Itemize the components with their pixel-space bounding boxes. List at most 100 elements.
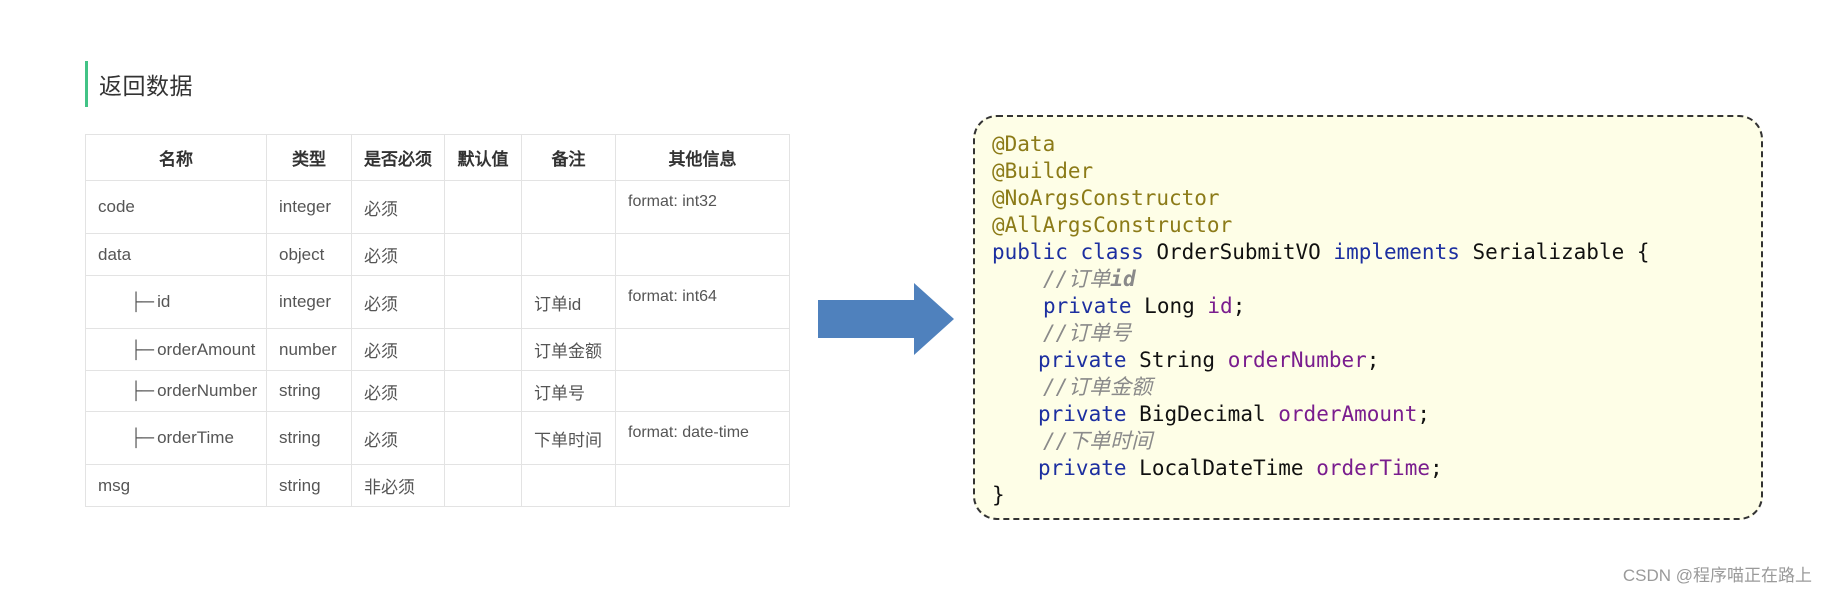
comment-prefix: //	[1043, 429, 1069, 453]
java-code-box: @Data @Builder @NoArgsConstructor @AllAr…	[973, 115, 1763, 520]
cell-name: code	[85, 180, 267, 234]
keyword-private: private	[1043, 294, 1132, 318]
field-type: Long	[1144, 294, 1195, 318]
cell-default	[444, 233, 522, 276]
semicolon: ;	[1417, 402, 1430, 426]
comment-text: 下单时间	[1068, 429, 1153, 453]
field-type: LocalDateTime	[1139, 456, 1304, 480]
cell-default	[444, 328, 522, 371]
cell-required: 必须	[351, 233, 445, 276]
table-row: ├─orderNumber string 必须 订单号	[85, 370, 790, 412]
cell-remark	[521, 233, 616, 276]
comment-line: //订单号	[992, 320, 1761, 347]
cell-default	[444, 411, 522, 465]
comment-text: 订单号	[1068, 321, 1132, 345]
table-row: ├─orderTime string 必须 下单时间 format: date-…	[85, 411, 790, 465]
cell-name: ├─orderTime	[85, 411, 267, 465]
annotation-line: @Data	[992, 132, 1056, 156]
comment-text: 订单	[1068, 267, 1111, 291]
keyword-private: private	[1038, 402, 1127, 426]
cell-remark	[521, 180, 616, 234]
semicolon: ;	[1430, 456, 1443, 480]
class-declaration-line: public class OrderSubmitVO implements Se…	[992, 239, 1761, 266]
header-required: 是否必须	[351, 134, 445, 181]
cell-other-info	[615, 464, 790, 507]
right-arrow-icon	[818, 283, 954, 355]
response-params-table: 名称 类型 是否必须 默认值 备注 其他信息 code integer 必须 f…	[85, 134, 790, 507]
semicolon: ;	[1232, 294, 1246, 318]
cell-other-info: format: date-time	[615, 411, 790, 465]
cell-name: data	[85, 233, 267, 276]
heading-accent-bar	[85, 61, 88, 107]
cell-default	[444, 370, 522, 412]
field-name: id	[1207, 294, 1233, 318]
cell-required: 非必须	[351, 464, 445, 507]
section-heading: 返回数据	[85, 61, 193, 107]
cell-name-text: orderTime	[157, 428, 234, 447]
keyword-implements: implements	[1333, 240, 1460, 264]
field-line: private String orderNumber;	[992, 347, 1761, 374]
header-other-info: 其他信息	[615, 134, 790, 181]
cell-name-text: orderAmount	[157, 339, 256, 359]
cell-name: msg	[85, 464, 267, 507]
annotation-line: @AllArgsConstructor	[992, 213, 1233, 237]
open-brace: {	[1636, 240, 1650, 264]
comment-line: //订单金额	[992, 374, 1761, 401]
cell-name: ├─orderNumber	[85, 370, 267, 412]
cell-required: 必须	[351, 370, 445, 412]
comment-text: 订单金额	[1068, 375, 1153, 399]
cell-other-info: format: int64	[615, 275, 790, 329]
cell-required: 必须	[351, 328, 445, 371]
table-header-row: 名称 类型 是否必须 默认值 备注 其他信息	[85, 134, 790, 181]
close-brace-line: }	[992, 483, 1005, 507]
cell-type: number	[266, 328, 352, 371]
header-name: 名称	[85, 134, 267, 181]
cell-type: integer	[266, 180, 352, 234]
field-name: orderAmount	[1278, 402, 1418, 426]
header-type: 类型	[266, 134, 352, 181]
cell-name: ├─id	[85, 275, 267, 329]
cell-remark: 订单号	[521, 370, 616, 412]
comment-text-bold: id	[1110, 267, 1136, 291]
header-remark: 备注	[521, 134, 616, 181]
keyword-private: private	[1038, 348, 1127, 372]
field-line: private LocalDateTime orderTime;	[992, 455, 1761, 482]
field-type: String	[1139, 348, 1216, 372]
annotation-line: @NoArgsConstructor	[992, 186, 1220, 210]
table-row: data object 必须	[85, 233, 790, 276]
field-line: private BigDecimal orderAmount;	[992, 401, 1761, 428]
cell-other-info: format: int32	[615, 180, 790, 234]
tree-branch-icon: ├─	[130, 292, 155, 311]
cell-type: string	[266, 370, 352, 412]
tree-branch-icon: ├─	[130, 339, 155, 359]
comment-line: //订单id	[992, 266, 1761, 293]
cell-type: string	[266, 411, 352, 465]
comment-prefix: //	[1043, 375, 1069, 399]
class-name: OrderSubmitVO	[1156, 240, 1321, 264]
field-line: private Long id;	[992, 293, 1761, 320]
cell-other-info	[615, 370, 790, 412]
cell-remark: 订单id	[521, 275, 616, 329]
table-row: ├─id integer 必须 订单id format: int64	[85, 275, 790, 329]
cell-type: integer	[266, 275, 352, 329]
tree-branch-icon: ├─	[130, 381, 155, 400]
semicolon: ;	[1366, 348, 1380, 372]
keyword-class: class	[1080, 240, 1144, 264]
cell-other-info	[615, 233, 790, 276]
cell-default	[444, 180, 522, 234]
cell-default	[444, 464, 522, 507]
cell-required: 必须	[351, 180, 445, 234]
cell-name-text: id	[157, 292, 171, 311]
header-default: 默认值	[444, 134, 522, 181]
cell-name: ├─orderAmount	[85, 328, 267, 371]
cell-remark: 订单金额	[521, 328, 616, 371]
field-name: orderTime	[1316, 456, 1430, 480]
cell-other-info	[615, 328, 790, 371]
cell-name-text: orderNumber	[157, 381, 258, 400]
keyword-public: public	[992, 240, 1068, 264]
table-row: msg string 非必须	[85, 464, 790, 507]
table-row: ├─orderAmount number 必须 订单金额	[85, 328, 790, 371]
comment-prefix: //	[1043, 321, 1069, 345]
cell-required: 必须	[351, 275, 445, 329]
cell-type: string	[266, 464, 352, 507]
